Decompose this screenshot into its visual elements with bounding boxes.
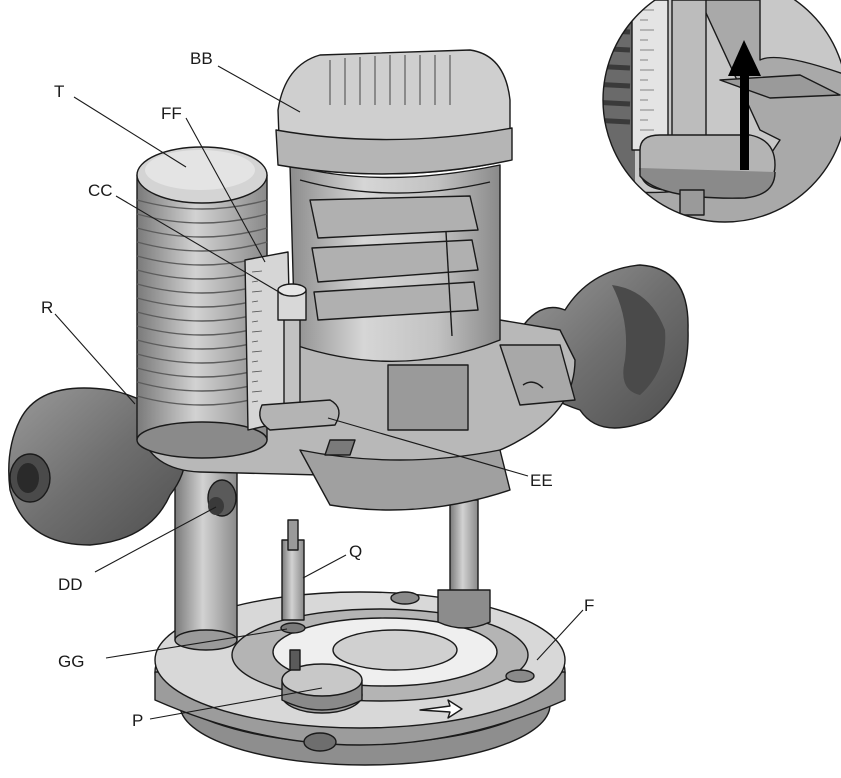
leader-gg (105, 628, 288, 659)
leader-f (536, 609, 584, 661)
leader-dd (94, 506, 217, 573)
leader-ee (327, 417, 529, 477)
lock-knob (207, 479, 237, 517)
depth-rod (259, 283, 340, 431)
motor-cap (275, 49, 513, 175)
label-cc: CC (88, 181, 113, 200)
depth-knob-column (136, 146, 268, 459)
leader-t (73, 96, 187, 168)
leader-ff (185, 117, 266, 263)
leader-cc (115, 195, 285, 296)
label-ee: EE (530, 471, 553, 490)
detail-circle-icon (602, 0, 841, 223)
label-bb: BB (190, 49, 213, 68)
label-f: F (584, 596, 594, 615)
up-arrow-icon (728, 40, 761, 170)
callout-labels: BB T FF CC R EE DD Q F GG P (41, 49, 594, 730)
label-dd: DD (58, 575, 83, 594)
motor-body (289, 164, 501, 363)
label-t: T (54, 82, 64, 101)
label-ff: FF (161, 104, 182, 123)
turret-stop (281, 649, 363, 714)
leader-r (54, 313, 136, 405)
label-q: Q (349, 542, 362, 561)
leader-q (302, 554, 347, 579)
label-p: P (132, 711, 143, 730)
router-columns (174, 469, 491, 651)
leader-lines (54, 65, 584, 720)
leader-bb (217, 65, 301, 113)
label-gg: GG (58, 652, 84, 671)
shaft-ring (280, 622, 306, 634)
leader-p (149, 687, 323, 720)
label-r: R (41, 298, 53, 317)
